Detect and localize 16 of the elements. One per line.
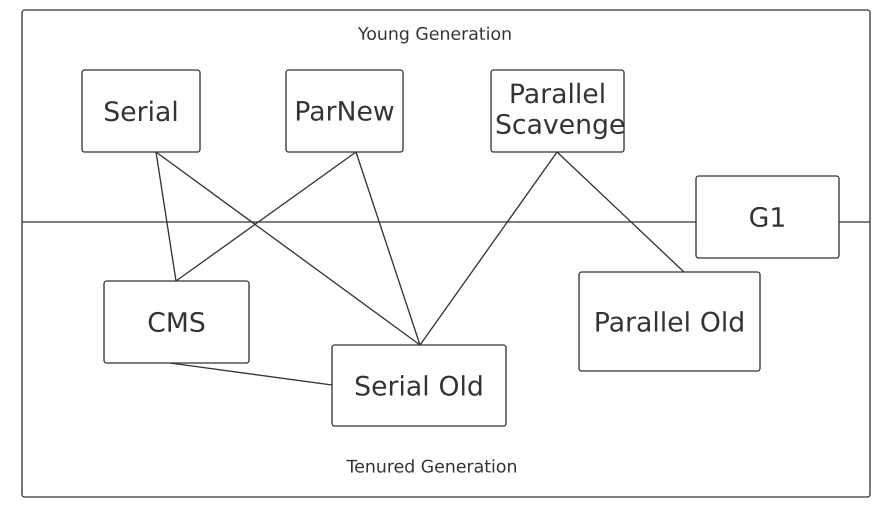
collector-box: CMS xyxy=(103,280,250,364)
collector-box: Parallel Scavenge xyxy=(490,69,625,153)
collector-box: ParNew xyxy=(285,69,404,153)
connector-line xyxy=(170,362,332,386)
connector-line xyxy=(156,151,420,346)
connector-line xyxy=(355,152,421,346)
connector-line xyxy=(556,152,684,272)
region-label: Tenured Generation xyxy=(346,459,516,473)
connector-line xyxy=(419,152,558,346)
connector-line xyxy=(176,151,356,282)
connector-line xyxy=(155,152,177,282)
collector-box: Serial Old xyxy=(331,344,507,427)
collector-box: G1 xyxy=(695,175,840,259)
collector-box: Serial xyxy=(81,69,201,153)
region-label: Young Generation xyxy=(358,26,511,44)
collector-box: Parallel Old xyxy=(578,271,761,372)
